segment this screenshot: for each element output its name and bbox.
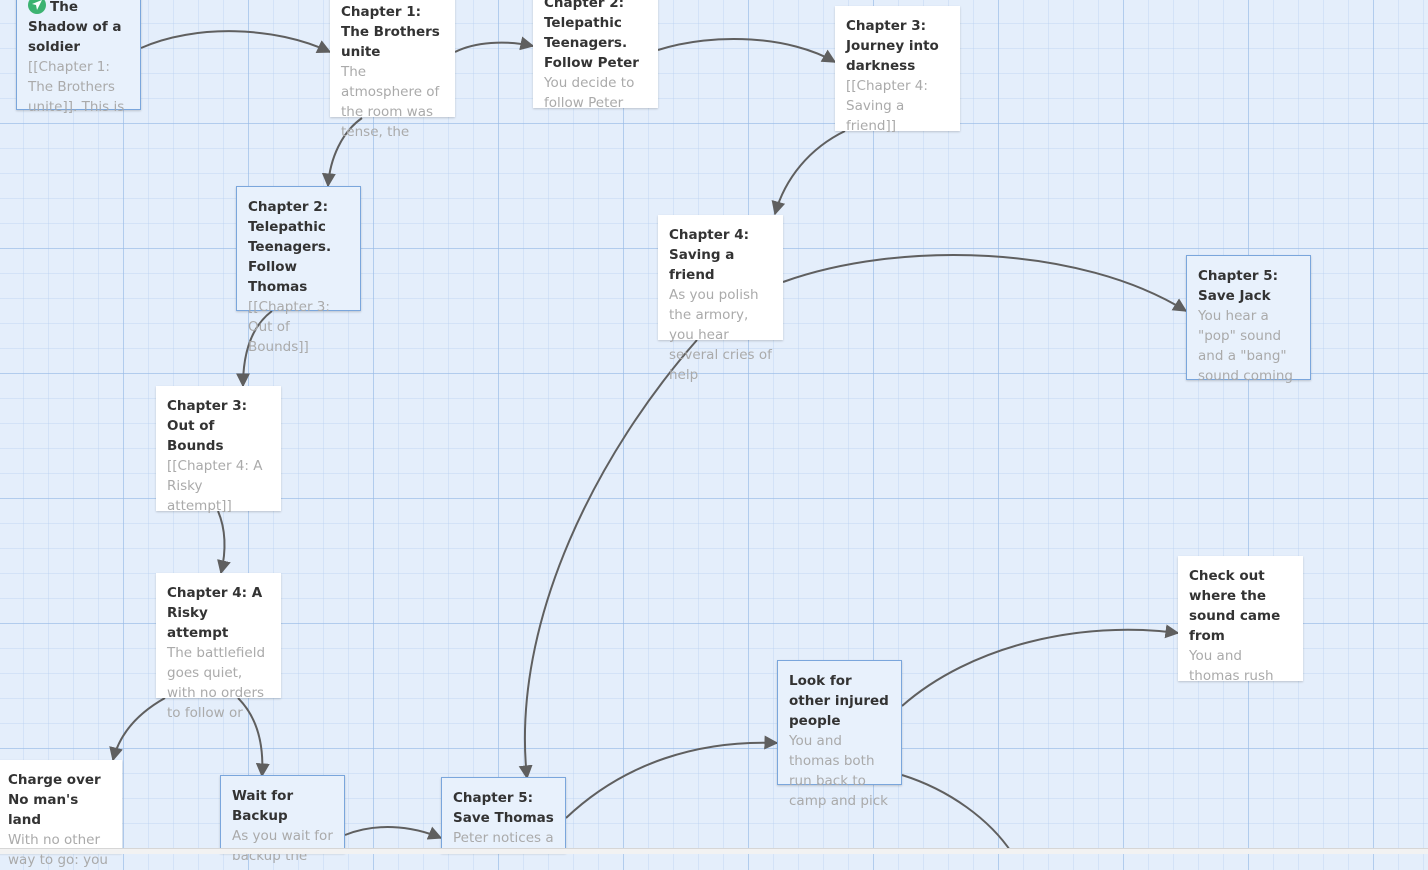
passage-chapter-1-the-brothers-unite[interactable]: Chapter 1: The Brothers unite The atmosp… [330,0,455,140]
bottom-scroll-edge[interactable] [0,848,1428,854]
passage-excerpt: You hear a "pop" sound and a "bang" soun… [1198,308,1293,384]
link-p11-offscreen [901,774,1013,854]
passage-excerpt: The atmosphere of the room was tense, th… [341,64,440,140]
passage-chapter-4-a-risky-attempt[interactable]: Chapter 4: A Risky attempt The battlefie… [156,573,281,721]
passage-title: Chapter 2: Telepathic Teenagers. Follow … [544,0,639,71]
rocket-icon [28,0,46,14]
link-p3-p4 [657,37,837,63]
passage-chapter-5-save-jack[interactable]: Chapter 5: Save Jack You hear a "pop" so… [1186,255,1311,384]
passage-wait-for-backup[interactable]: Wait for Backup As you wait for backup t… [220,775,345,864]
passage-excerpt: You and thomas both run back to camp and… [789,733,888,809]
link-p14-p11 [565,735,779,819]
passage-title: Charge over No man's land [8,772,101,828]
passage-charge-over-no-mans-land[interactable]: Charge over No man's land With no other … [0,760,122,868]
passage-title: Chapter 1: The Brothers unite [341,4,440,60]
passage-title: The Shadow of a soldier [28,0,129,57]
passage-excerpt: As you polish the armory, you hear sever… [669,287,772,383]
passage-title: Chapter 5: Save Thomas [453,790,554,826]
link-p13-p14 [344,826,443,840]
passage-title: Chapter 2: Telepathic Teenagers. Follow … [248,199,332,295]
passage-title: Chapter 3: Journey into darkness [846,18,939,74]
passage-chapter-2-follow-peter[interactable]: Chapter 2: Telepathic Teenagers. Follow … [533,0,658,111]
passage-excerpt: As you wait for backup the [232,828,333,864]
passage-excerpt: With no other way to go: you [8,832,108,868]
passage-check-out-where-the-sound-came-from[interactable]: Check out where the sound came from You … [1178,556,1303,684]
passage-chapter-3-journey-into-darkness[interactable]: Chapter 3: Journey into darkness [[Chapt… [835,6,960,134]
passage-title: Chapter 4: Saving a friend [669,227,750,283]
passage-chapter-2-follow-thomas[interactable]: Chapter 2: Telepathic Teenagers. Follow … [236,186,361,355]
passage-excerpt: Peter notices a [453,830,554,846]
passage-title: Look for other injured people [789,673,889,729]
link-p4-p6 [771,130,846,216]
passage-excerpt: You decide to follow Peter [544,75,635,111]
link-p1-p2 [140,30,332,53]
passage-title: Check out where the sound came from [1189,568,1281,644]
passage-excerpt: [[Chapter 4: Saving a friend]] [846,78,928,134]
link-p11-p10 [901,624,1180,707]
passage-excerpt: [[Chapter 3: Out of Bounds]] [248,299,330,355]
passage-the-shadow-of-a-soldier[interactable]: The Shadow of a soldier [[Chapter 1: The… [16,0,141,115]
passage-excerpt: [[Chapter 1: The Brothers unite]]. This … [28,59,125,115]
link-p9-p12 [109,697,166,762]
passage-excerpt: [[Chapter 4: A Risky attempt]] [167,458,263,514]
link-p6-p7 [782,254,1188,312]
passage-title: Chapter 5: Save Jack [1198,268,1279,304]
link-p6-p14 [518,339,698,780]
passage-look-for-other-injured-people[interactable]: Look for other injured people You and th… [777,660,902,809]
passage-excerpt: You and thomas rush [1189,648,1274,684]
link-p8-p9 [217,510,231,575]
passage-title: Chapter 3: Out of Bounds [167,398,248,454]
passage-chapter-4-saving-a-friend[interactable]: Chapter 4: Saving a friend As you polish… [658,215,783,383]
passage-title: Wait for Backup [232,788,294,824]
link-p2-p3 [454,36,535,53]
passage-title: Chapter 4: A Risky attempt [167,585,263,641]
passage-excerpt: The battlefield goes quiet, with no orde… [167,645,266,721]
passage-chapter-3-out-of-bounds[interactable]: Chapter 3: Out of Bounds [[Chapter 4: A … [156,386,281,514]
passage-chapter-5-save-thomas[interactable]: Chapter 5: Save Thomas Peter notices a [441,777,566,853]
